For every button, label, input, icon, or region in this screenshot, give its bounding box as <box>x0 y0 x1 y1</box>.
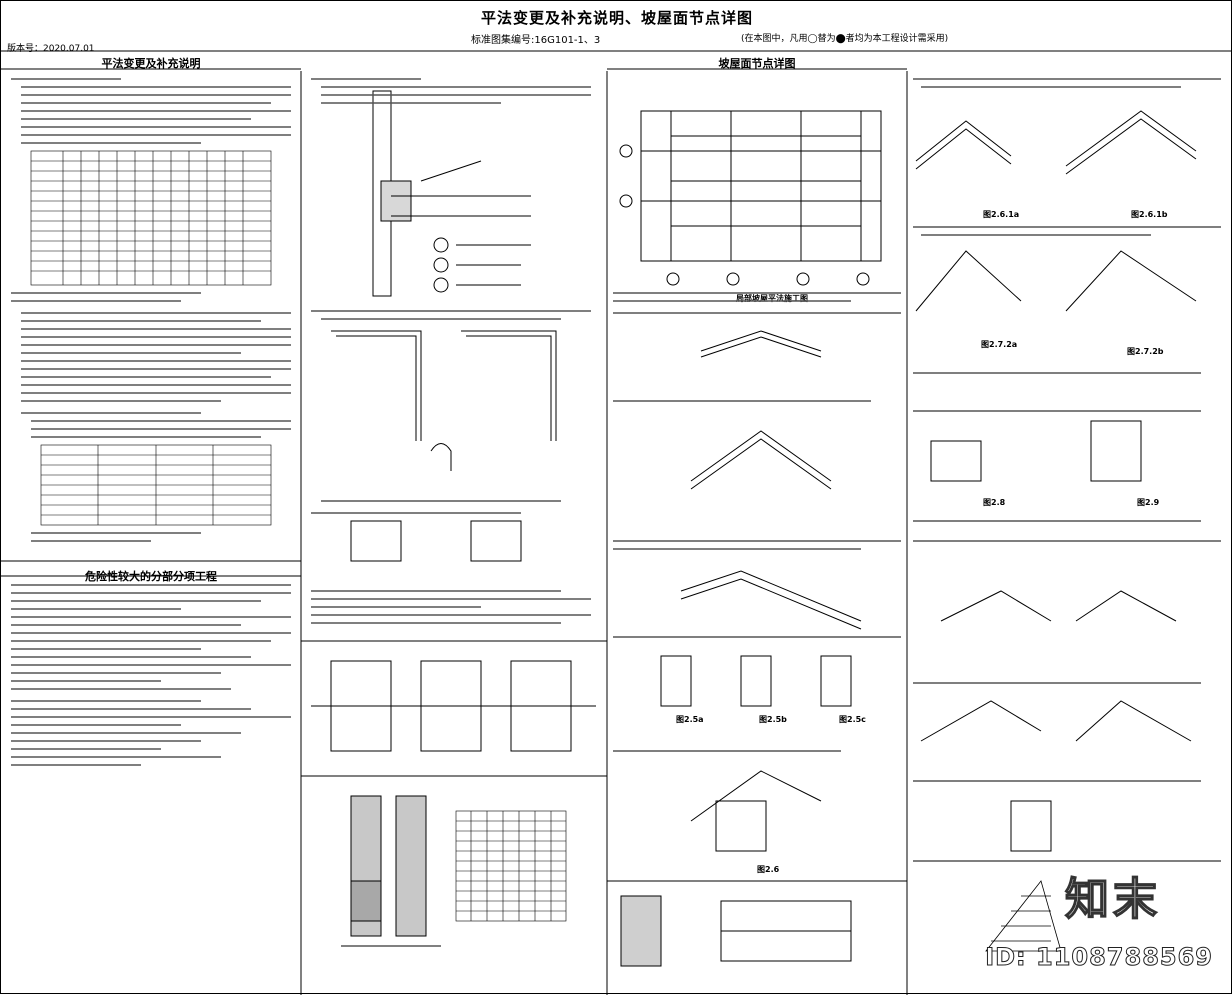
slab-details <box>620 895 852 967</box>
danger-text-block <box>11 584 291 766</box>
version-label: 版本号：2020.07.01 <box>7 44 95 54</box>
fig-2-6-1b: 图2.6.1b <box>1131 210 1168 219</box>
fig-2-7-2a: 图2.7.2a <box>981 340 1018 349</box>
fig-2-7-2b: 图2.7.2b <box>1127 347 1164 356</box>
eave-details <box>915 110 1197 852</box>
fig-2-9: 图2.9 <box>1137 498 1160 507</box>
corner-anchorage-details <box>331 330 557 562</box>
watermark-id: ID: 1108788569 <box>985 943 1213 972</box>
fig-2-6: 图2.6 <box>757 865 780 874</box>
ridge-details <box>660 330 862 852</box>
atlas-code: 标准图集编号:16G101-1、3 <box>471 31 600 46</box>
fig-2-5a: 图2.5a <box>676 715 704 724</box>
plan-label: 局部坡屋平法施工图 <box>736 294 808 303</box>
section-head-left: 平法变更及补充说明 <box>101 57 201 70</box>
spacing-table-grid <box>455 810 567 922</box>
roof-plan <box>619 110 882 286</box>
spec-text-block-2 <box>11 292 291 438</box>
watermark-brand: 知末 <box>1064 873 1161 926</box>
fig-2-8: 图2.8 <box>983 498 1006 507</box>
atlas-code-value: 16G101-1、3 <box>534 35 601 46</box>
eave-brick <box>985 880 1062 952</box>
fig-2-5b: 图2.5b <box>759 715 787 724</box>
spec-text-block <box>11 78 291 144</box>
lap-table-grid <box>40 444 272 526</box>
section-head-right: 坡屋面节点详图 <box>718 57 796 70</box>
atlas-code-label: 标准图集编号: <box>471 35 535 46</box>
rebar-table-grid <box>30 150 272 286</box>
legend-note: (在本图中，凡用◯替为⬤者均为本工程设计需采用) <box>741 34 949 44</box>
joint-detail-2-1 <box>372 90 531 297</box>
pier-details <box>341 795 441 947</box>
fig-2-5c: 图2.5c <box>839 715 866 724</box>
sheet-title: 平法变更及补充说明、坡屋面节点详图 <box>480 9 753 27</box>
fig-2-6-1a: 图2.6.1a <box>983 210 1020 219</box>
beam-intersection-details <box>311 660 596 752</box>
